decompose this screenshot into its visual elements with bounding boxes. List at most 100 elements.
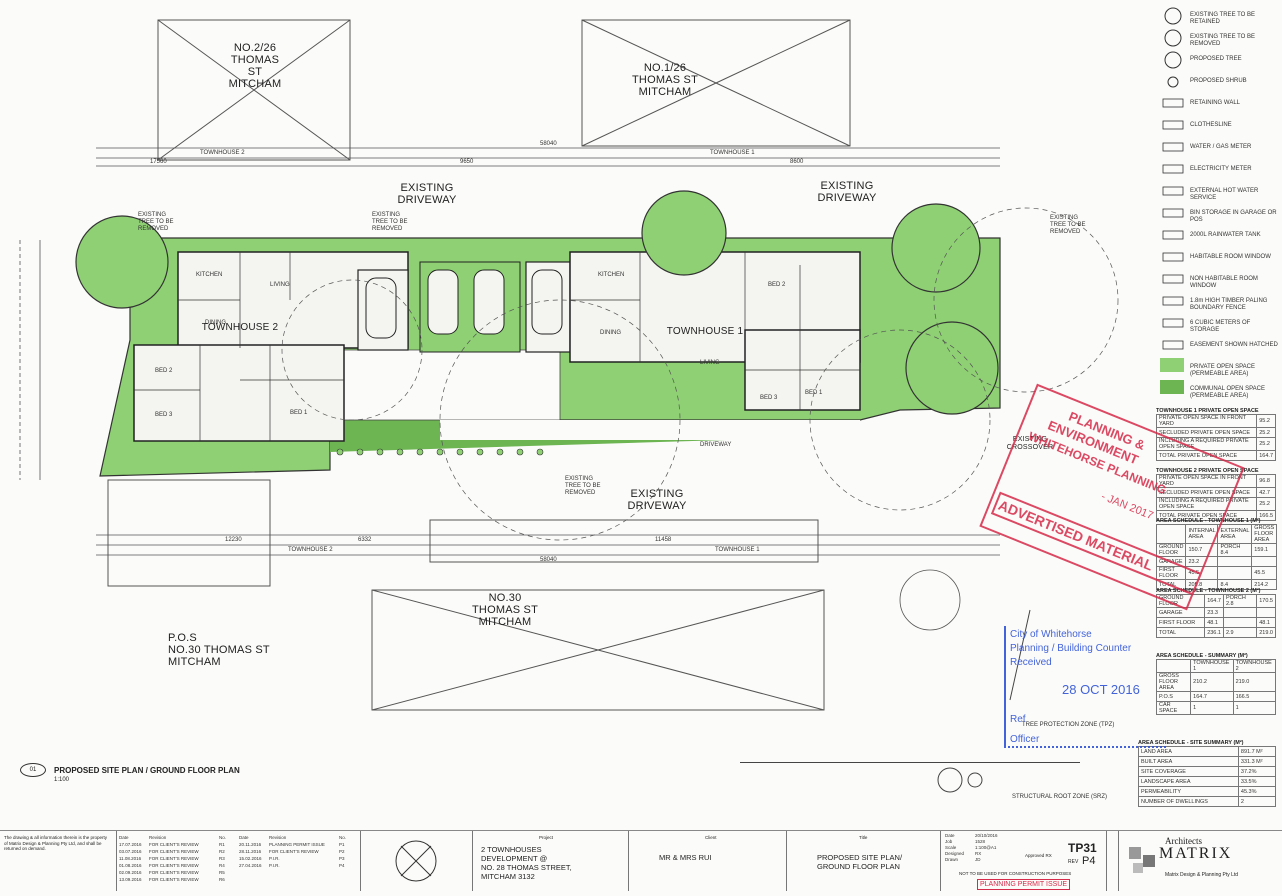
- site-plan-drawing: [19, 19, 1119, 793]
- legend-label: PROPOSED SHRUB: [1190, 78, 1247, 84]
- legend-label: NON HABITABLE ROOM WINDOW: [1190, 276, 1258, 289]
- neighbour-line: P.O.S: [168, 632, 197, 644]
- company-block: Architects MATRIX Matrix Design & Planni…: [1118, 831, 1282, 891]
- schedule-title: TOWNHOUSE 1 PRIVATE OPEN SPACE: [1156, 408, 1259, 414]
- room-label: LIVING: [270, 282, 290, 288]
- townhouse-2-label: TOWNHOUSE 2: [201, 322, 279, 333]
- client-block: Client MR & MRS RUI: [628, 831, 787, 891]
- table-cell: [1222, 617, 1258, 628]
- table-cell: SITE COVERAGE: [1138, 766, 1239, 777]
- table-cell: INTERNAL AREA: [1185, 524, 1219, 544]
- table-cell: CAR SPACE: [1155, 701, 1192, 715]
- project-block: Project 2 TOWNHOUSES DEVELOPMENT @ NO. 2…: [472, 831, 629, 891]
- client-name: MR & MRS RUI: [659, 853, 712, 862]
- neighbour-line: NO.30: [488, 592, 522, 604]
- table-cell: 2.9: [1222, 627, 1258, 638]
- dim-townhouse-1: TOWNHOUSE 1: [715, 547, 760, 553]
- company-label: Architects: [1165, 836, 1202, 846]
- table-cell: NUMBER OF DWELLINGS: [1138, 796, 1239, 807]
- schedule-title: AREA SCHEDULE - SITE SUMMARY (M²): [1138, 740, 1244, 746]
- legend-label: ELECTRICITY METER: [1190, 166, 1252, 172]
- table-cell: 1: [1190, 701, 1234, 715]
- neighbour-line: NO.30 THOMAS ST: [168, 644, 270, 656]
- table-cell: 166.5: [1256, 510, 1276, 521]
- table-cell: 164.7: [1256, 450, 1276, 461]
- table-cell: 25.2: [1256, 427, 1276, 438]
- table-cell: 159.1: [1251, 543, 1278, 557]
- title-underline: [740, 762, 1080, 763]
- table-cell: LANDSCAPE AREA: [1138, 776, 1239, 787]
- schedule-area-townhouse-1: AREA SCHEDULE - TOWNHOUSE 1 (M²) INTERNA…: [1155, 518, 1278, 590]
- legend-symbol-icon: [1160, 314, 1186, 336]
- legend-row: HABITABLE ROOM WINDOW: [1160, 248, 1280, 276]
- neighbour-label-no1-26: NO.1/26 THOMAS ST MITCHAM: [630, 62, 700, 98]
- drawing-title: PROPOSED SITE PLAN / GROUND FLOOR PLAN: [54, 766, 240, 775]
- dim-total: 58040: [540, 141, 557, 147]
- legend-row: WATER / GAS METER: [1160, 138, 1280, 166]
- legend-symbol-icon: [1160, 72, 1186, 94]
- sheet-number-block: TP31 REV P4: [1068, 841, 1108, 869]
- title-line: GROUND FLOOR PLAN: [817, 862, 900, 871]
- table-cell: 48.1: [1256, 617, 1276, 628]
- table-cell: BUILT AREA: [1138, 756, 1239, 767]
- table-cell: TOTAL PRIVATE OPEN SPACE: [1155, 510, 1258, 521]
- tree-note: EXISTING TREE TO BE REMOVED: [138, 212, 174, 232]
- table-cell: 8.4: [1217, 579, 1253, 590]
- table-cell: 37.2%: [1237, 766, 1277, 777]
- drawing-number: 01: [20, 763, 46, 777]
- legend-row: ELECTRICITY METER: [1160, 160, 1280, 188]
- legend-symbol-icon: [1160, 28, 1186, 50]
- neighbour-line: NO.2/26: [233, 42, 277, 54]
- existing-driveway-label: EXISTING DRIVEWAY: [392, 182, 462, 206]
- table-cell: 236.1: [1204, 627, 1224, 638]
- legend-row: COMMUNAL OPEN SPACE (PERMEABLE AREA): [1160, 380, 1280, 408]
- legend-symbol-icon: [1160, 94, 1186, 116]
- legend-label: COMMUNAL OPEN SPACE (PERMEABLE AREA): [1190, 386, 1266, 399]
- legend-label: HABITABLE ROOM WINDOW: [1190, 254, 1271, 260]
- legend-symbol-icon: [1160, 138, 1186, 160]
- room-label: BED 2: [155, 368, 173, 374]
- drawing-scale: 1:100: [54, 777, 70, 783]
- legend-symbol-icon: [1160, 380, 1186, 402]
- tree-note: EXISTING TREE TO BE REMOVED: [1050, 215, 1086, 235]
- stamp-ref-label: Ref: [1010, 714, 1026, 725]
- table-cell: PORCH 8.4: [1217, 543, 1253, 557]
- driveway-line: EXISTING: [820, 180, 874, 192]
- table-cell: 210.2: [1190, 672, 1234, 692]
- sheet-number: TP31: [1068, 841, 1097, 855]
- driveway-line: EXISTING: [630, 488, 684, 500]
- project-line: 2 TOWNHOUSES: [481, 845, 542, 854]
- stamp-officer-label: Officer: [1010, 734, 1040, 745]
- table-cell: TOTAL: [1155, 627, 1206, 638]
- table-cell: 23.3: [1204, 607, 1224, 618]
- schedule-title: TOWNHOUSE 2 PRIVATE OPEN SPACE: [1156, 468, 1259, 474]
- table-cell: GARAGE: [1155, 607, 1206, 618]
- room-label: BED 3: [155, 412, 173, 418]
- dim: 17560: [150, 159, 167, 165]
- driveway-line: DRIVEWAY: [627, 500, 687, 512]
- table-cell: TOWNHOUSE 1: [1190, 659, 1234, 673]
- legend-row: PROPOSED TREE: [1160, 50, 1280, 78]
- table-cell: 170.5: [1256, 594, 1276, 608]
- legend-symbol-icon: [1160, 182, 1186, 204]
- neighbour-line: MITCHAM: [228, 78, 282, 90]
- legend-row: 6 CUBIC METERS OF STORAGE: [1160, 314, 1280, 342]
- neighbour-label-no2-26: NO.2/26 THOMAS ST MITCHAM: [225, 42, 285, 90]
- existing-driveway-label: EXISTING DRIVEWAY: [622, 488, 692, 512]
- neighbour-line: MITCHAM: [168, 656, 221, 668]
- schedule-summary: AREA SCHEDULE - SUMMARY (M²) TOWNHOUSE 1…: [1155, 653, 1277, 715]
